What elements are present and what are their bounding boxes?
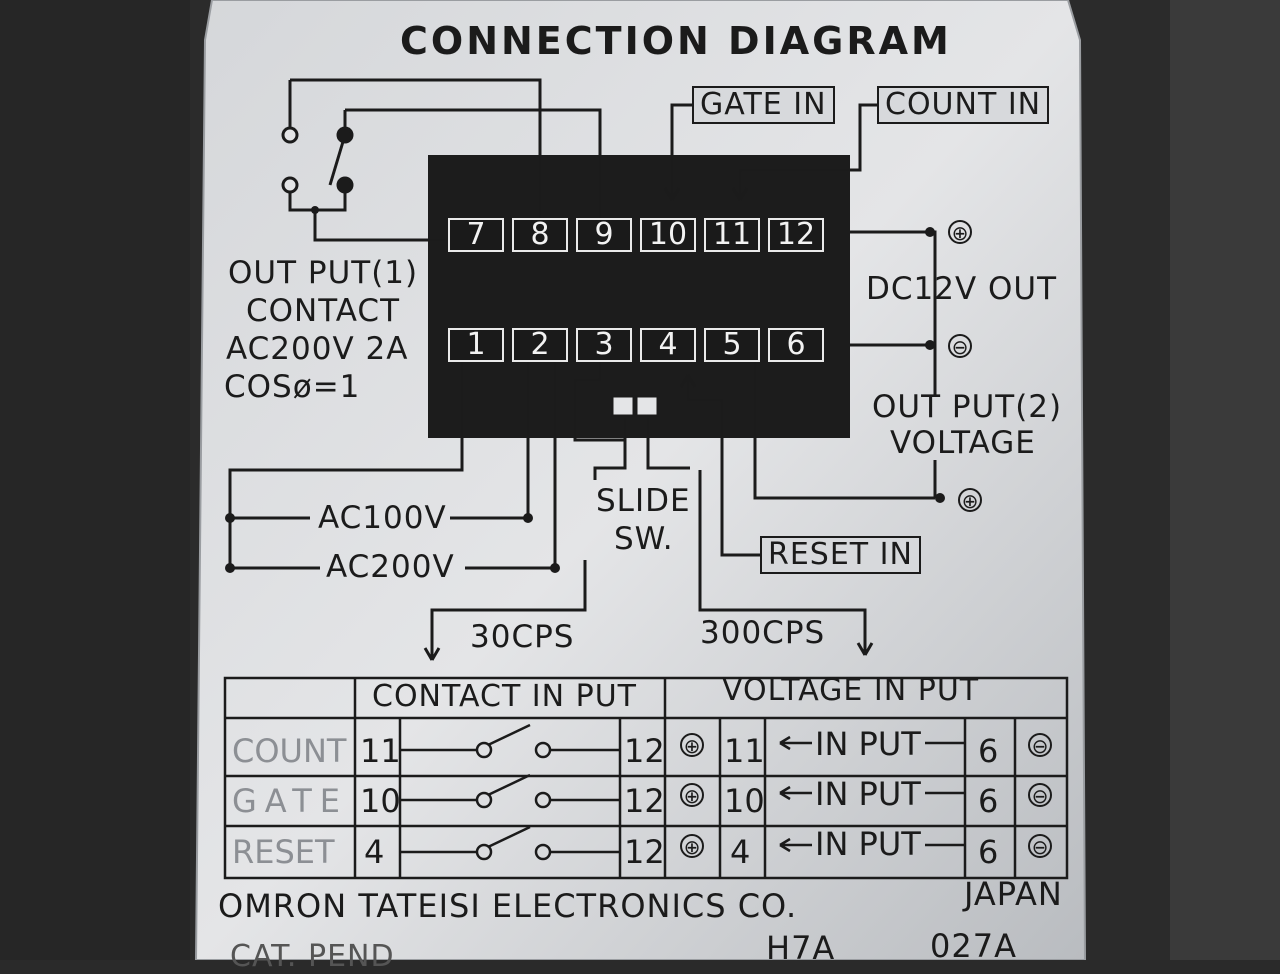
common-pin: 12 — [624, 833, 665, 871]
dc12v-out-label: DC12V OUT — [866, 271, 1058, 307]
plus-symbol: ⊕ — [680, 783, 704, 807]
minus-symbol: ⊖ — [1028, 834, 1052, 858]
ac100v-label: AC100V — [318, 500, 447, 536]
plus-symbol: ⊕ — [680, 733, 704, 757]
terminal-6: 6 — [768, 328, 824, 362]
input-label: IN PUT — [815, 775, 921, 813]
output1-title: OUT PUT(1) — [228, 255, 419, 291]
terminal-3: 3 — [576, 328, 632, 362]
terminal-7: 7 — [448, 218, 504, 252]
terminal-5: 5 — [704, 328, 760, 362]
row-name: GATE — [232, 782, 348, 820]
minus-symbol: ⊖ — [1028, 783, 1052, 807]
common-pin: 12 — [624, 782, 665, 820]
terminal-row-bottom: 1 2 3 4 5 6 — [448, 328, 838, 362]
cps-30-label: 30CPS — [470, 619, 575, 655]
table-header-contact: CONTACT IN PUT — [372, 679, 638, 714]
plus-symbol-output2: ⊕ — [958, 488, 982, 512]
input-label: IN PUT — [815, 825, 921, 863]
input-label: IN PUT — [815, 725, 921, 763]
count-in-label: COUNT IN — [877, 86, 1050, 124]
output1-rating: AC200V 2A — [226, 331, 409, 367]
voltage-pin: 11 — [724, 732, 765, 770]
minus-symbol: ⊖ — [1028, 733, 1052, 757]
model-number: H7A — [766, 929, 836, 967]
terminal-11: 11 — [704, 218, 760, 252]
slide-switch-label-2: SW. — [614, 521, 674, 557]
table-header-voltage: VOLTAGE IN PUT — [722, 673, 980, 708]
negative-pin: 6 — [978, 782, 999, 820]
output2-type: VOLTAGE — [890, 425, 1036, 461]
row-name: COUNT — [232, 732, 347, 770]
slide-switch-label: SLIDE — [596, 483, 691, 519]
row-name: RESET — [232, 833, 335, 871]
country-label: JAPAN — [964, 875, 1063, 913]
terminal-10: 10 — [640, 218, 696, 252]
model-code: 027A — [930, 927, 1017, 965]
common-pin: 12 — [624, 732, 665, 770]
terminal-8: 8 — [512, 218, 568, 252]
cps-300-label: 300CPS — [700, 615, 826, 651]
contact-pin: 4 — [364, 833, 385, 871]
terminal-9: 9 — [576, 218, 632, 252]
ac200v-label: AC200V — [326, 549, 455, 585]
plus-symbol: ⊕ — [680, 834, 704, 858]
terminal-1: 1 — [448, 328, 504, 362]
output2-title: OUT PUT(2) — [872, 389, 1063, 425]
manufacturer-name: OMRON TATEISI ELECTRONICS CO. — [218, 887, 798, 925]
terminal-12: 12 — [768, 218, 824, 252]
diagram-title: CONNECTION DIAGRAM — [400, 19, 952, 63]
contact-pin: 11 — [360, 732, 401, 770]
partial-footer-text: CAT. PEND — [230, 939, 395, 974]
terminal-4: 4 — [640, 328, 696, 362]
negative-pin: 6 — [978, 732, 999, 770]
voltage-pin: 4 — [730, 833, 751, 871]
negative-pin: 6 — [978, 833, 999, 871]
terminal-row-top: 7 8 9 10 11 12 — [448, 218, 838, 252]
minus-symbol-dc: ⊖ — [948, 334, 972, 358]
voltage-pin: 10 — [724, 782, 765, 820]
plus-symbol-dc: ⊕ — [948, 220, 972, 244]
contact-pin: 10 — [360, 782, 401, 820]
output1-type: CONTACT — [246, 293, 401, 329]
terminal-block — [428, 155, 850, 438]
gate-in-label: GATE IN — [692, 86, 835, 124]
output1-power-factor: COSø=1 — [224, 369, 361, 405]
reset-in-label: RESET IN — [760, 536, 921, 574]
terminal-2: 2 — [512, 328, 568, 362]
